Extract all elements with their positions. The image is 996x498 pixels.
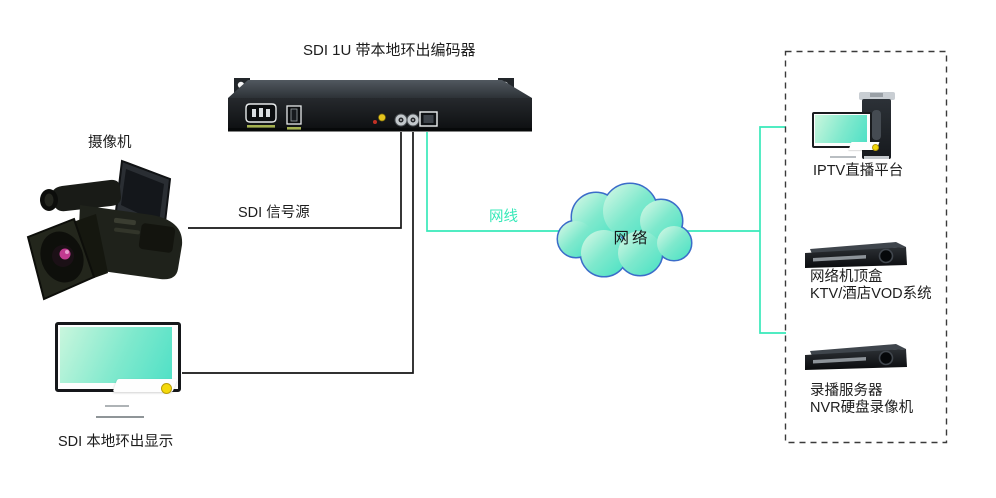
rca-red-jack [373,120,377,124]
rca-yellow-jack [378,113,386,122]
stb-label-line2: KTV/酒店VOD系统 [810,286,932,302]
bnc-connector-2 [406,113,420,127]
network-cable-branches [759,126,786,334]
monitor-stand-neck [105,405,129,407]
network-cable-label: 网线 [489,209,518,225]
encoder-front-face [228,98,532,129]
encoder-title: SDI 1U 带本地环出编码器 [303,42,476,59]
camcorder-lcd-screen [121,169,164,223]
sdi-source-label: SDI 信号源 [238,205,310,221]
network-cloud-icon: 网络 [556,182,693,278]
nvr-top-face [810,344,906,356]
rj45-port [419,111,438,127]
power-inlet [245,103,277,128]
camcorder-body-group [26,159,183,301]
encoder-bottom-lip [228,128,532,132]
recorder-box-icon [805,344,907,370]
cloud-label: 网络 [613,229,650,247]
nvr-label: 录播服务器 NVR硬盘录像机 [810,383,913,417]
tower-slot [872,110,881,140]
set-top-box-icon [805,242,907,268]
stb-label-line1: 网络机顶盒 [810,269,883,285]
camcorder-viewfinder [51,179,121,212]
stb-knob [878,248,894,264]
rack-encoder-icon [228,78,532,132]
nvr-label-line2: NVR硬盘录像机 [810,400,914,416]
power-switch [286,105,302,130]
nvr-slot [813,357,866,364]
monitor-stand-base [96,416,144,418]
stb-slot [813,255,866,262]
power-led [161,383,172,394]
sdi-source-wire [188,132,402,229]
tv-power-led [872,144,879,151]
tower-foot [864,156,889,159]
output-group-border [784,50,948,444]
cloud-fill [558,184,691,276]
encoder-top-face [228,80,532,98]
monitor-icon [55,322,187,424]
stb-top-face [810,242,906,254]
nvr-label-line1: 录播服务器 [810,383,883,399]
tv-screen [815,115,867,143]
tower-cap-notch [870,93,883,97]
monitor-screen [60,327,172,383]
camcorder-icon [26,159,183,301]
nvr-knob [878,350,894,366]
iptv-platform-label: IPTV直播平台 [813,163,904,179]
camera-label: 摄像机 [88,135,132,151]
loopout-wire [182,132,414,374]
stb-label: 网络机顶盒 KTV/酒店VOD系统 [810,269,932,303]
local-display-label: SDI 本地环出显示 [58,434,174,450]
tv-with-media-tower-icon [810,92,910,166]
tv-stand [830,156,856,158]
bnc-connector-1 [394,113,408,127]
